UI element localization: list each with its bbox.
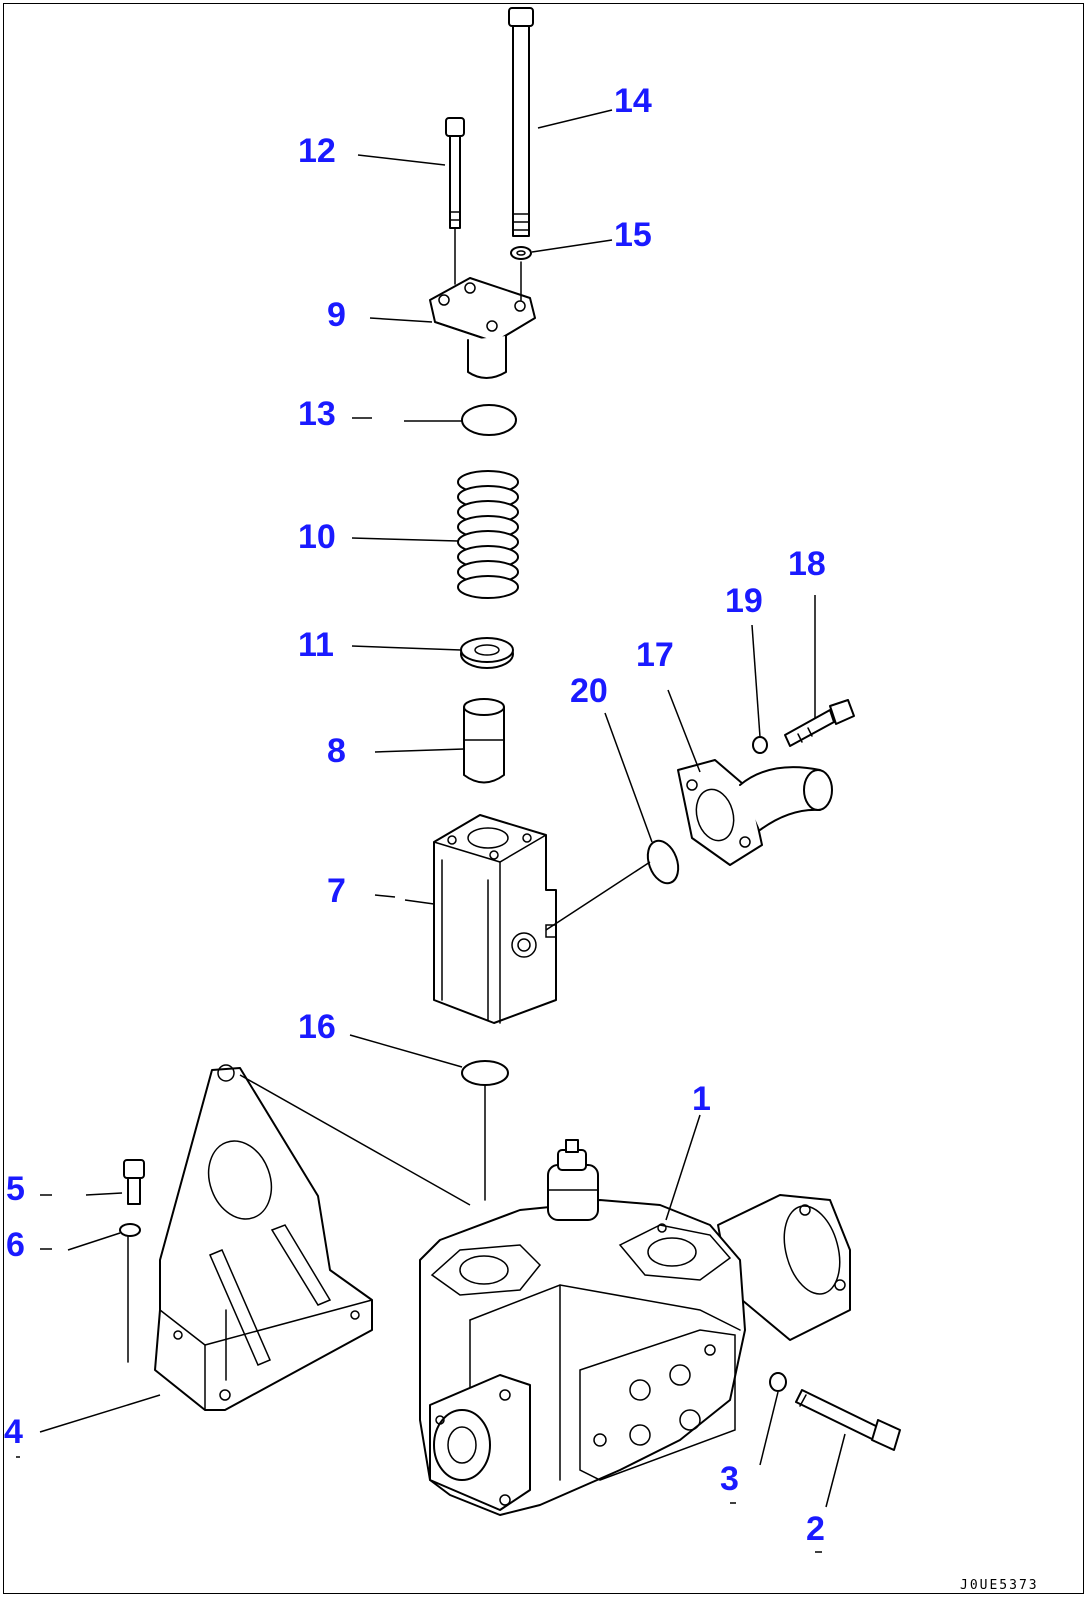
- label-1: 1: [692, 1080, 711, 1118]
- label-4: 4: [4, 1413, 23, 1451]
- part-17-elbow-flange: [677, 759, 833, 866]
- label-13: 13: [298, 395, 336, 433]
- label-11: 11: [298, 626, 334, 664]
- part-4-bracket: [154, 1064, 373, 1411]
- part-1-pump-body: [419, 1139, 851, 1516]
- part-20-o-ring: [646, 839, 680, 885]
- label-19: 19: [725, 582, 763, 620]
- label-2: 2: [806, 1510, 825, 1548]
- part-11-seat: [460, 637, 514, 669]
- part-14-long-bolt: [508, 7, 534, 237]
- label-12: 12: [298, 132, 336, 170]
- part-12-bolt: [445, 117, 465, 285]
- label-16: 16: [298, 1008, 336, 1046]
- part-13-o-ring: [461, 404, 517, 436]
- part-16-o-ring: [461, 1060, 509, 1201]
- part-15-washer: [510, 246, 532, 260]
- part-19-washer: [752, 736, 768, 754]
- part-6-washer: [119, 1223, 141, 1363]
- leader-lines: [16, 109, 846, 1553]
- part-3-washer: [769, 1372, 787, 1392]
- part-10-spring: [457, 470, 519, 599]
- part-8-piston: [463, 698, 505, 784]
- drawing-id: J0UE5373: [960, 1578, 1039, 1593]
- label-18: 18: [788, 545, 826, 583]
- label-7: 7: [327, 872, 346, 910]
- part-2-bolt: [795, 1389, 901, 1451]
- label-6: 6: [6, 1226, 25, 1264]
- label-20: 20: [570, 672, 608, 710]
- label-8: 8: [327, 732, 346, 770]
- label-3: 3: [720, 1460, 739, 1498]
- label-17: 17: [636, 636, 674, 674]
- part-5-bolt: [123, 1159, 145, 1205]
- label-9: 9: [327, 296, 346, 334]
- part-7-valve-body: [433, 814, 557, 1024]
- part-18-bolt: [784, 699, 855, 747]
- label-5: 5: [6, 1170, 25, 1208]
- label-14: 14: [614, 82, 652, 120]
- label-15: 15: [614, 216, 652, 254]
- part-9-cover: [429, 261, 536, 379]
- label-10: 10: [298, 518, 336, 556]
